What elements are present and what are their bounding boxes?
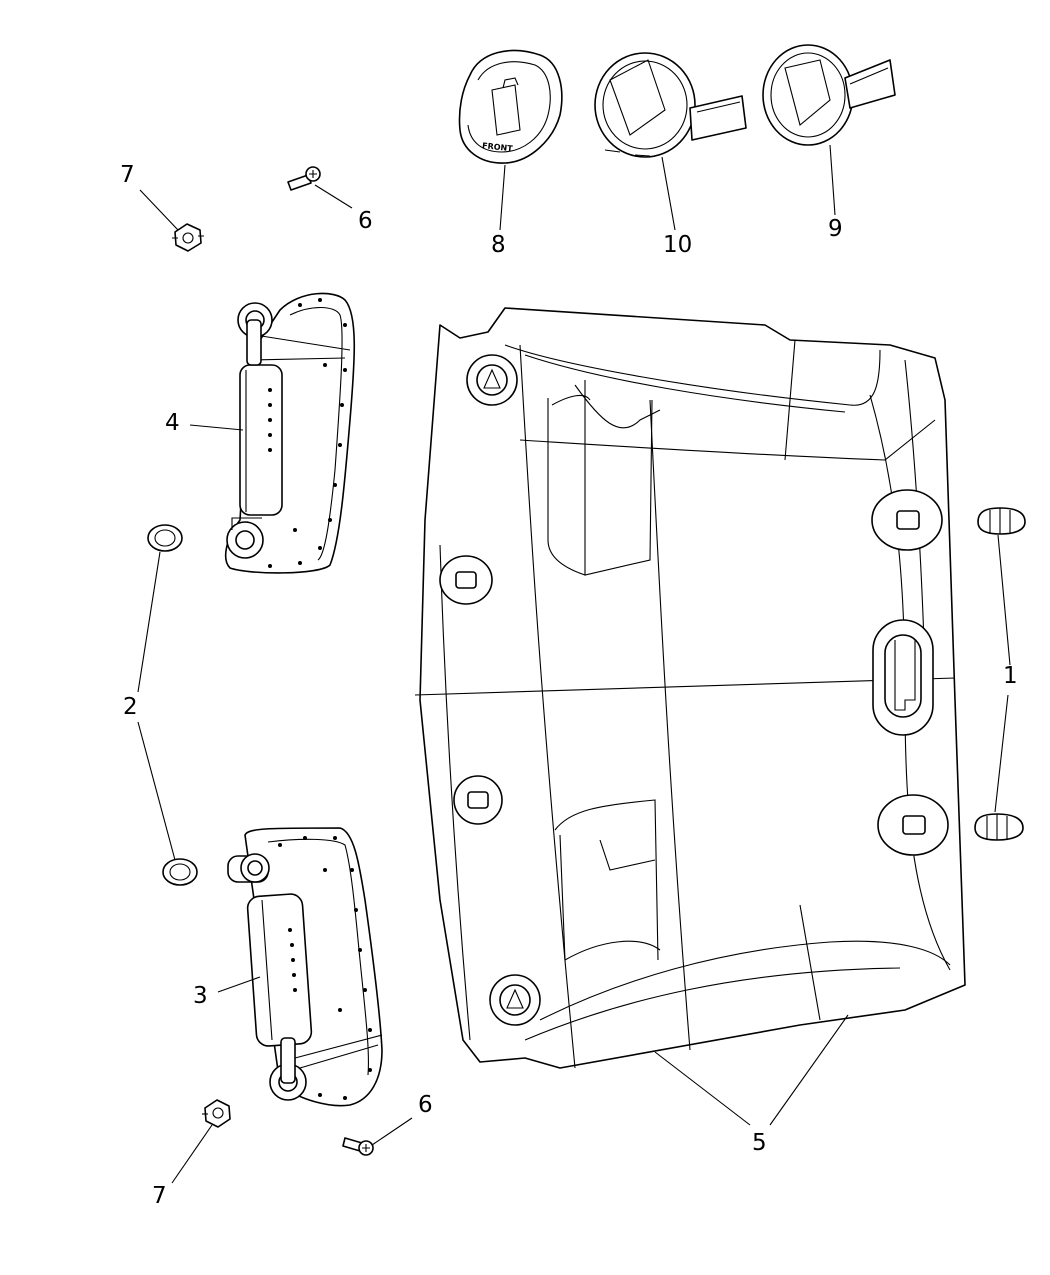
callout-1: 1 [1003, 663, 1018, 689]
callout-7-upper: 7 [120, 162, 135, 188]
headliner-panel [414, 307, 966, 1069]
fastener-clip-lower [974, 813, 1024, 841]
callout-4: 4 [165, 410, 180, 436]
retainer-clip-lower [202, 1099, 231, 1128]
callout-5: 5 [752, 1130, 767, 1156]
screw-upper [287, 166, 321, 191]
sun-visor-right [227, 827, 383, 1107]
fastener-clip-upper [977, 507, 1026, 535]
callout-3: 3 [193, 983, 208, 1009]
sun-visor-left [224, 292, 356, 574]
callout-7-lower: 7 [152, 1183, 167, 1209]
leader-lines [137, 144, 1011, 1184]
lamp-housing-small [762, 44, 896, 146]
callout-8: 8 [491, 232, 506, 258]
lamp-cover-marking: FRONT [482, 141, 514, 153]
callout-labels: 1 2 3 4 5 6 6 7 7 8 10 9 [120, 162, 1018, 1209]
visor-clip-upper [147, 524, 183, 552]
retainer-clip-upper [172, 223, 204, 252]
dome-lamp-cover: FRONT [458, 49, 563, 164]
lamp-housing-large [594, 52, 747, 158]
visor-clip-lower [162, 858, 198, 886]
callout-9: 9 [828, 216, 843, 242]
screw-lower [342, 1137, 374, 1156]
callout-2: 2 [123, 694, 138, 720]
callout-10: 10 [663, 232, 692, 258]
callout-6-upper: 6 [358, 208, 373, 234]
callout-6-lower: 6 [418, 1092, 433, 1118]
